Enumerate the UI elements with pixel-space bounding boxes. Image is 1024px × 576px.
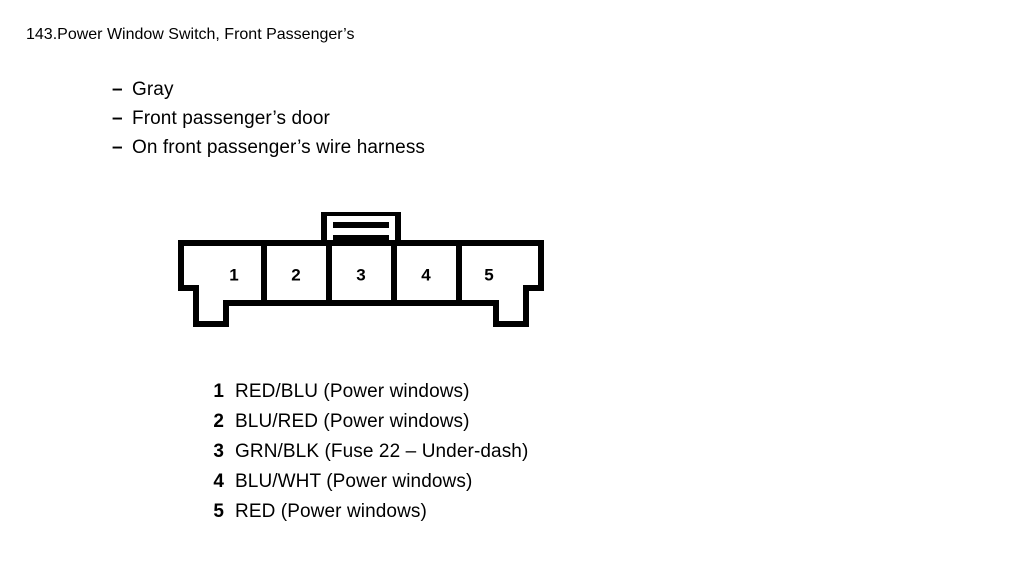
pin-legend-number: 3 bbox=[213, 441, 224, 462]
dash-bullet-icon: – bbox=[112, 137, 123, 158]
cavity-number-4: 4 bbox=[421, 265, 431, 284]
pin-legend-number: 4 bbox=[213, 471, 224, 492]
pin-legend-description: RED (Power windows) bbox=[235, 501, 427, 522]
pin-legend-row: 5 RED (Power windows) bbox=[204, 501, 528, 531]
spec-item-harness: – On front passenger’s wire harness bbox=[112, 137, 712, 166]
pin-legend-row: 1 RED/BLU (Power windows) bbox=[204, 381, 528, 411]
pin-legend-number: 2 bbox=[213, 411, 224, 432]
dash-bullet-icon: – bbox=[112, 79, 123, 100]
pin-legend-description: GRN/BLK (Fuse 22 – Under-dash) bbox=[235, 441, 529, 462]
pin-legend-row: 2 BLU/RED (Power windows) bbox=[204, 411, 528, 441]
spec-item-color: – Gray bbox=[112, 79, 712, 108]
cavity-number-1: 1 bbox=[229, 265, 238, 284]
spec-item-label: Front passenger’s door bbox=[132, 108, 330, 129]
spec-item-location: – Front passenger’s door bbox=[112, 108, 712, 137]
cavity-number-2: 2 bbox=[291, 265, 300, 284]
spec-item-label: On front passenger’s wire harness bbox=[132, 137, 426, 158]
spec-item-label: Gray bbox=[132, 79, 174, 100]
page-title: 143. Power Window Switch, Front Passenge… bbox=[26, 26, 986, 68]
cavity-number-3: 3 bbox=[356, 265, 365, 284]
pin-legend-description: BLU/RED (Power windows) bbox=[235, 411, 470, 432]
pin-legend-number: 1 bbox=[213, 381, 224, 402]
connector-spec-list: – Gray – Front passenger’s door – On fro… bbox=[112, 79, 712, 166]
cavity-number-5: 5 bbox=[484, 265, 493, 284]
title-item-text: Power Window Switch, Front Passenger’s bbox=[57, 26, 355, 43]
dash-bullet-icon: – bbox=[112, 108, 123, 129]
connector-body-shape bbox=[178, 240, 544, 327]
connector-diagram: 1 2 3 4 5 bbox=[178, 212, 544, 332]
connector-outline-svg: 1 2 3 4 5 bbox=[178, 212, 544, 327]
connector-cavity-dividers bbox=[261, 243, 462, 303]
pin-legend-list: 1 RED/BLU (Power windows) 2 BLU/RED (Pow… bbox=[204, 381, 528, 531]
pin-legend-number: 5 bbox=[213, 501, 224, 522]
title-item-number: 143. bbox=[26, 26, 58, 43]
pin-legend-description: BLU/WHT (Power windows) bbox=[235, 471, 473, 492]
pin-legend-description: RED/BLU (Power windows) bbox=[235, 381, 470, 402]
pin-legend-row: 4 BLU/WHT (Power windows) bbox=[204, 471, 528, 501]
pin-legend-row: 3 GRN/BLK (Fuse 22 – Under-dash) bbox=[204, 441, 528, 471]
